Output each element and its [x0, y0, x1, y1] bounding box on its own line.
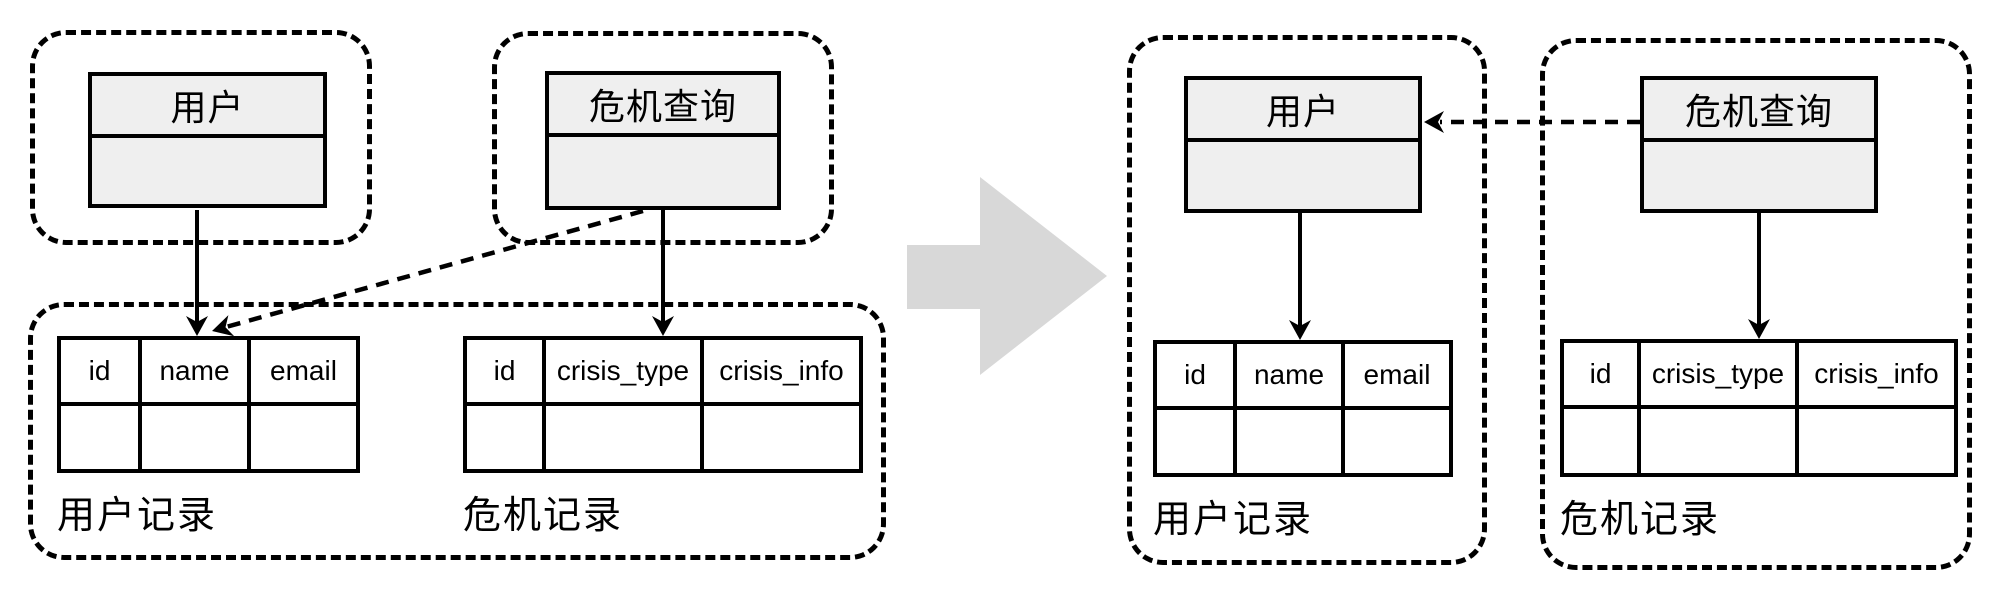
table-cell-empty [1799, 409, 1954, 473]
right-user-class-title: 用户 [1188, 80, 1418, 142]
left-user-class-title: 用户 [92, 76, 323, 138]
column-header-crisis-type: crisis_type [546, 340, 700, 402]
table-cell-empty [1564, 409, 1637, 473]
column-header-id: id [1157, 344, 1233, 406]
table-cell-empty [467, 406, 542, 469]
table-cell-empty [546, 406, 700, 469]
table-cell-empty [1641, 409, 1795, 473]
table-cell-empty [251, 406, 356, 469]
right-crisis-class-body [1644, 142, 1874, 209]
column-header-email: email [1345, 344, 1449, 406]
column-header-email: email [251, 340, 356, 402]
table-cell-empty [1157, 410, 1233, 473]
table-cell-empty [1345, 410, 1449, 473]
left-user-class-box: 用户 [88, 72, 327, 208]
column-header-crisis-info: crisis_info [1799, 343, 1954, 405]
right-crisis-group-container [1540, 38, 1972, 570]
column-header-crisis-info: crisis_info [704, 340, 859, 402]
right-user-table: id name email [1153, 340, 1453, 477]
table-cell-empty [142, 406, 247, 469]
table-cell-empty [61, 406, 138, 469]
left-crisis-class-body [549, 137, 777, 206]
column-header-crisis-type: crisis_type [1641, 343, 1795, 405]
table-cell-empty [1237, 410, 1341, 473]
left-crisis-table-caption: 危机记录 [463, 495, 624, 537]
right-user-class-body [1188, 142, 1418, 209]
right-crisis-table-caption: 危机记录 [1560, 499, 1721, 541]
table-cell-empty [704, 406, 859, 469]
left-user-table: id name email [57, 336, 360, 473]
column-header-name: name [142, 340, 247, 402]
column-header-id: id [61, 340, 138, 402]
right-crisis-table: id crisis_type crisis_info [1560, 339, 1958, 477]
column-header-id: id [1564, 343, 1637, 405]
column-header-id: id [467, 340, 542, 402]
left-user-table-caption: 用户记录 [57, 495, 218, 537]
right-user-table-caption: 用户记录 [1153, 499, 1314, 541]
left-crisis-table: id crisis_type crisis_info [463, 336, 863, 473]
left-user-class-container [30, 30, 372, 245]
column-header-name: name [1237, 344, 1341, 406]
right-crisis-class-box: 危机查询 [1640, 76, 1878, 213]
left-crisis-class-box: 危机查询 [545, 71, 781, 210]
right-crisis-class-title: 危机查询 [1644, 80, 1874, 142]
left-crisis-class-title: 危机查询 [549, 75, 777, 137]
right-user-class-box: 用户 [1184, 76, 1422, 213]
left-user-class-body [92, 138, 323, 204]
right-user-group-container [1127, 35, 1487, 565]
transform-right-arrow-icon [907, 177, 1107, 375]
